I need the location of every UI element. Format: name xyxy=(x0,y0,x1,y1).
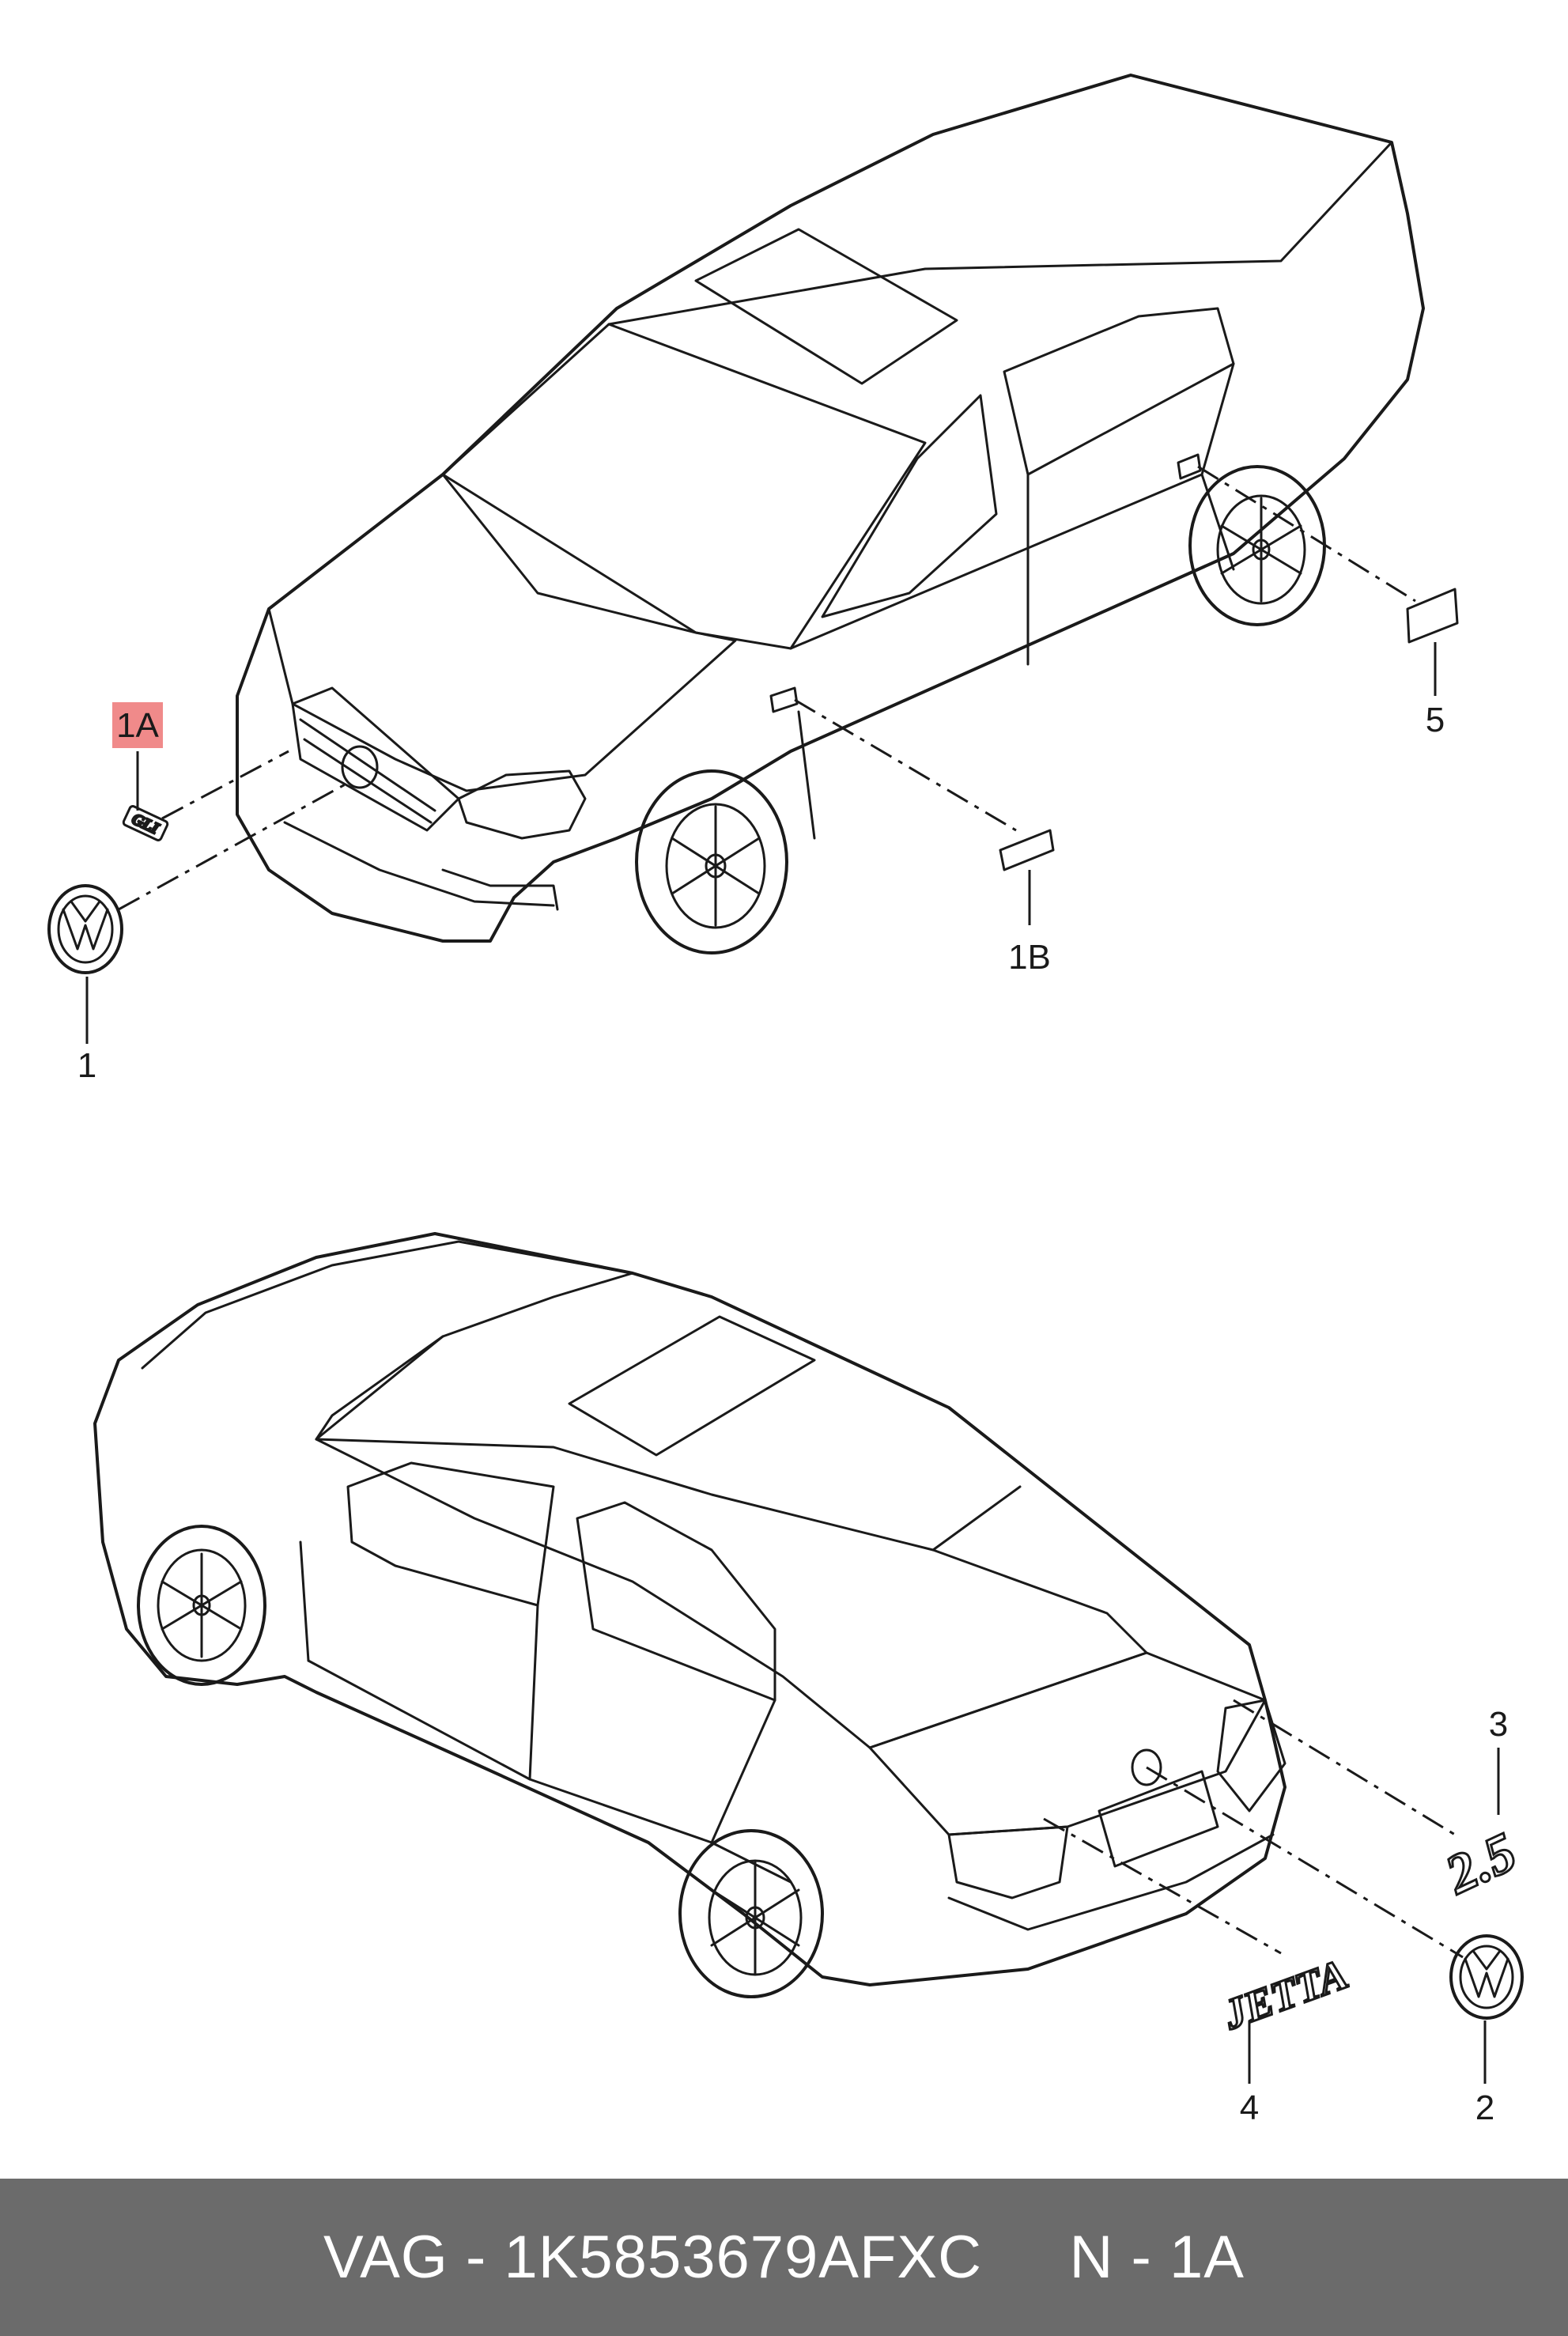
leader-2 xyxy=(1146,1766,1464,1959)
callout-1a-highlight xyxy=(112,702,163,748)
leader-4 xyxy=(1043,1817,1282,1955)
callout-1a: 1A xyxy=(116,706,159,745)
callout-2: 2 xyxy=(1475,2088,1494,2127)
displacement-emblem: 2.5 xyxy=(1435,1820,1527,1907)
car-front-view xyxy=(236,74,1425,954)
leader-1 xyxy=(118,781,349,911)
leader-3 xyxy=(1233,1699,1456,1836)
gli-emblem: GLI xyxy=(122,805,169,841)
car-rear-view xyxy=(93,1232,1287,1998)
displacement-emblem-text: 2.5 xyxy=(1436,1821,1525,1906)
footer-bar: VAG - 1K5853679AFXC N - 1A xyxy=(0,2179,1568,2336)
callout-4: 4 xyxy=(1240,2088,1259,2127)
leader-5 xyxy=(1197,465,1416,603)
callout-1b: 1B xyxy=(1008,938,1051,977)
callout-3: 3 xyxy=(1489,1705,1508,1744)
side-marker-1b xyxy=(999,829,1055,871)
jetta-emblem: JETTA xyxy=(1215,1949,1355,2039)
callout-1: 1 xyxy=(77,1046,96,1085)
jetta-emblem-text: JETTA xyxy=(1216,1950,1354,2039)
part-number-label: VAG - 1K5853679AFXC N - 1A xyxy=(323,2224,1245,2291)
leader-1a xyxy=(161,750,289,820)
side-marker-5 xyxy=(1406,588,1459,644)
callout-5: 5 xyxy=(1426,701,1445,739)
parts-diagram: GLI 1A 1 1B 5 xyxy=(47,74,1527,2127)
leader-1b xyxy=(794,698,1017,832)
vw-logo-front xyxy=(47,884,123,974)
vw-logo-rear xyxy=(1449,1934,1524,2020)
